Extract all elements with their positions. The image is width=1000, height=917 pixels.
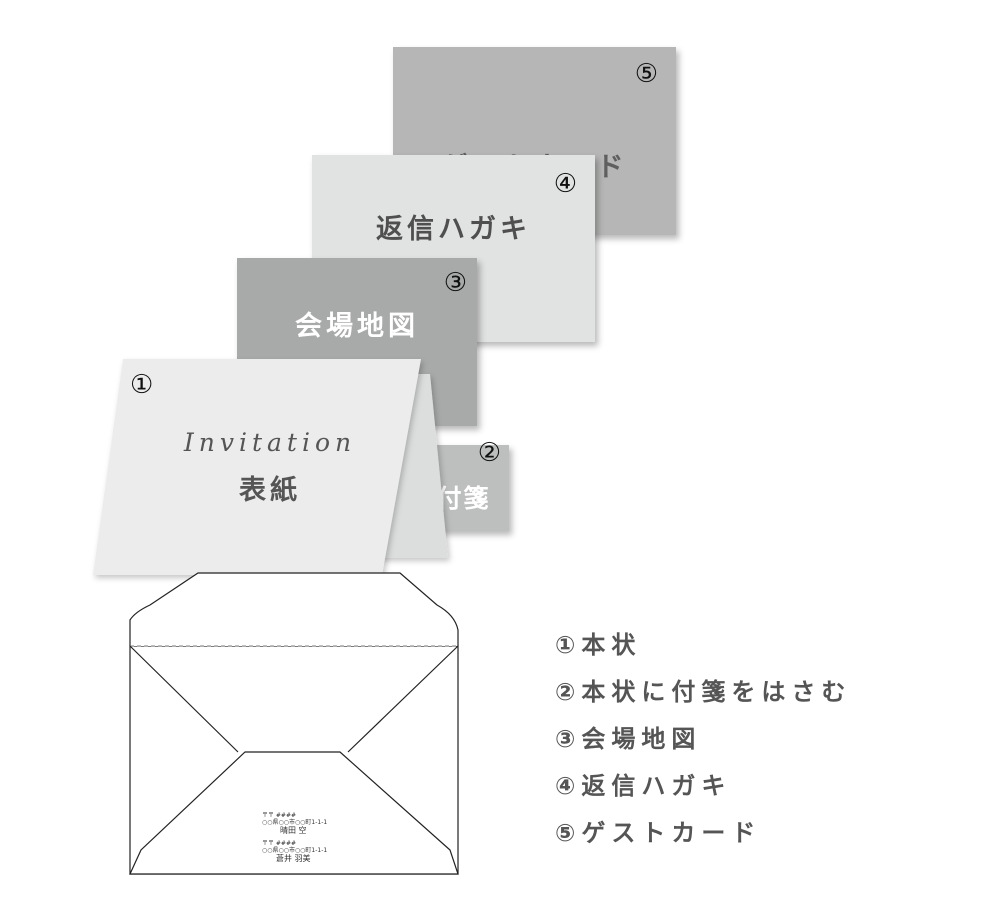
invitation-front-panel xyxy=(93,359,421,575)
venue-map-title: 会場地図 xyxy=(295,311,419,342)
legend-item-5: ⑤ゲストカード xyxy=(555,819,762,847)
legend-item-4: ④返信ハガキ xyxy=(555,772,732,800)
reply-postcard-title: 返信ハガキ xyxy=(376,214,531,245)
legend-item-2: ②本状に付箋をはさむ xyxy=(555,678,852,706)
sender-postal: 〒〒 #### xyxy=(262,812,297,819)
recipient-address: ○○県○○市○○町1-1-1 xyxy=(262,847,328,854)
card-number-1: ① xyxy=(130,370,154,400)
card-number-3: ③ xyxy=(443,268,467,298)
card-number-4: ④ xyxy=(553,169,577,199)
legend-item-1: ①本状 xyxy=(555,631,642,659)
recipient-postal: 〒〒 #### xyxy=(262,840,297,847)
legend-item-3: ③会場地図 xyxy=(555,725,702,753)
sticky-note-title: 付箋 xyxy=(436,484,491,513)
sender-address: ○○県○○市○○町1-1-1 xyxy=(262,819,328,826)
invitation-title-jp: 表紙 xyxy=(239,475,301,506)
legend: ①本状 ②本状に付箋をはさむ ③会場地図 ④返信ハガキ ⑤ゲストカード xyxy=(555,625,851,860)
card-number-5: ⑤ xyxy=(634,59,658,89)
envelope xyxy=(129,572,459,875)
sender-name: 晴田 空 xyxy=(280,826,307,835)
recipient-name: 蒼井 羽美 xyxy=(276,854,311,863)
invitation-title-en: Invitation xyxy=(183,428,357,457)
card-number-2: ② xyxy=(477,438,501,468)
